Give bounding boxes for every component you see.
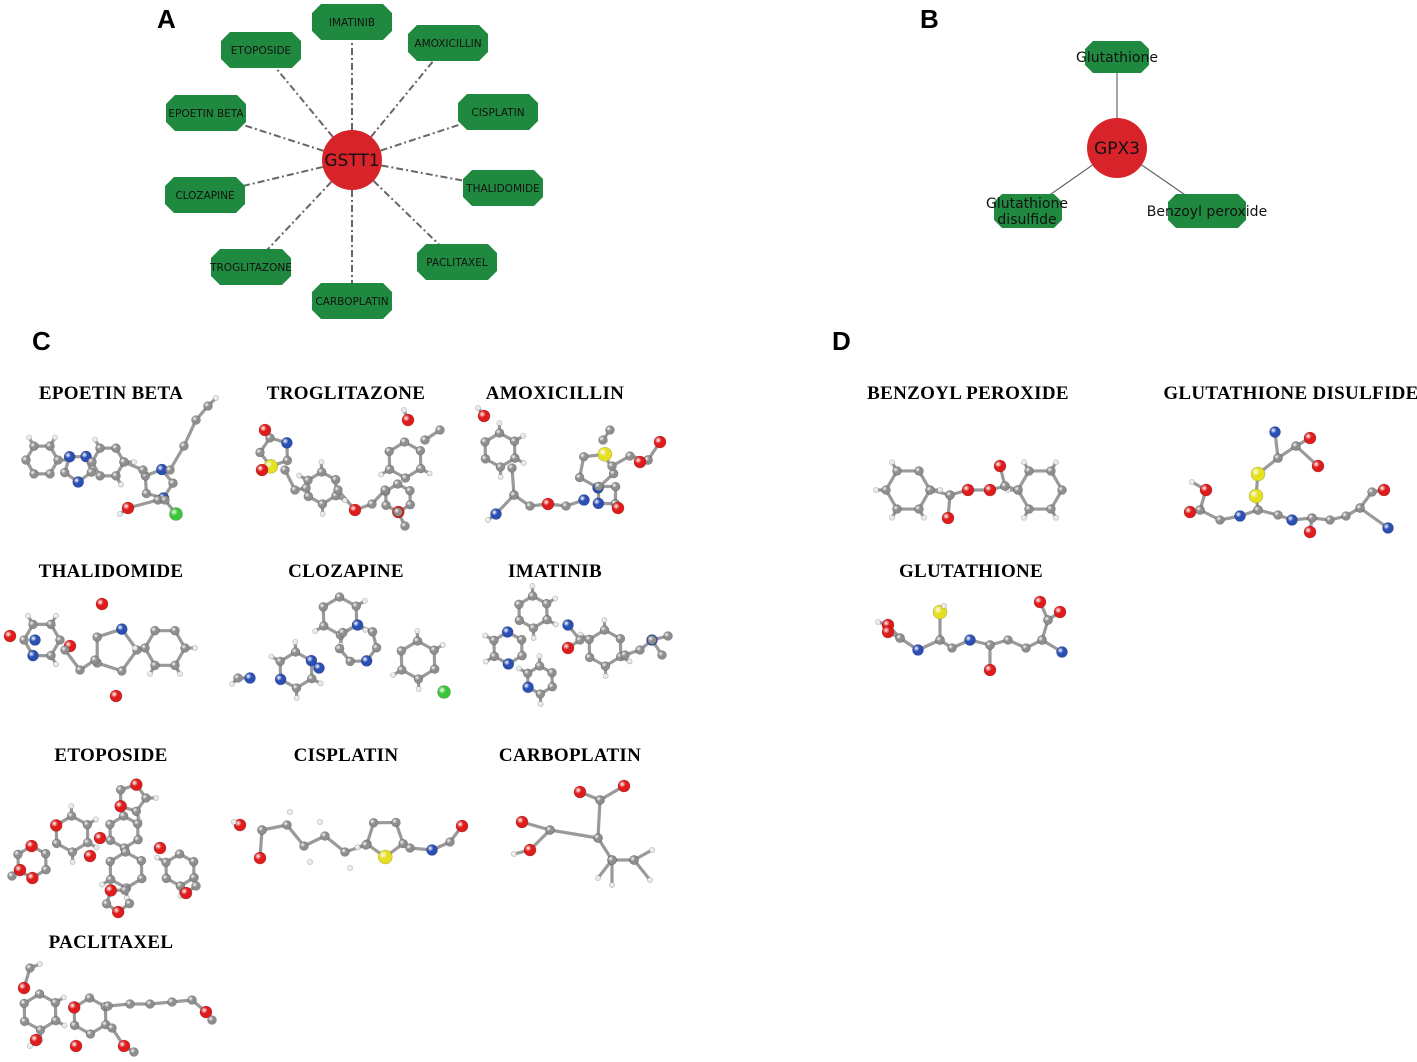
drug-node-label: CARBOPLATIN bbox=[315, 296, 388, 308]
molecule-imatinib bbox=[482, 583, 673, 707]
drug-node-troglitazone: TROGLITAZONE bbox=[209, 249, 292, 285]
hub-gpx3: GPX3 bbox=[1087, 118, 1147, 178]
molecule-title-cisplatin: CISPLATIN bbox=[293, 745, 399, 766]
hub-gstt1: GSTT1 bbox=[322, 130, 382, 190]
molecule-title-glutathione-disulfide: GLUTATHIONE DISULFIDE bbox=[1163, 383, 1417, 404]
molecule-title-glutathione: GLUTATHIONE bbox=[898, 561, 1044, 582]
molecule-title-paclitaxel: PACLITAXEL bbox=[48, 932, 174, 953]
node-glutathione: Glutathione bbox=[1076, 41, 1158, 73]
drug-node-paclitaxel: PACLITAXEL bbox=[417, 244, 497, 280]
molecule-glutathione bbox=[875, 595, 1068, 677]
svg-text:disulfide: disulfide bbox=[997, 212, 1056, 228]
svg-text:Glutathione: Glutathione bbox=[986, 196, 1068, 212]
edge-gstt1-etoposide bbox=[260, 49, 353, 161]
drug-node-clozapine: CLOZAPINE bbox=[165, 177, 245, 213]
panel-label-a: A bbox=[157, 4, 176, 34]
drug-node-label: PACLITAXEL bbox=[426, 257, 488, 269]
panel-label-b: B bbox=[920, 4, 939, 34]
molecule-cisplatin bbox=[231, 809, 469, 871]
molecule-carboplatin bbox=[511, 779, 655, 888]
svg-text:GPX3: GPX3 bbox=[1094, 139, 1140, 159]
molecule-title-amoxicillin: AMOXICILLIN bbox=[485, 383, 625, 404]
drug-node-carboplatin: CARBOPLATIN bbox=[312, 283, 392, 319]
molecule-amoxicillin bbox=[475, 405, 667, 523]
drug-node-label: CISPLATIN bbox=[471, 107, 524, 119]
hub-label: GSTT1 bbox=[324, 151, 379, 171]
molecule-benzoyl-peroxide bbox=[873, 459, 1067, 525]
drug-node-label: ETOPOSIDE bbox=[231, 45, 291, 57]
drug-node-epoetin-beta: EPOETIN BETA bbox=[166, 95, 246, 131]
panel-label-c: C bbox=[32, 326, 51, 356]
molecule-thalidomide bbox=[3, 597, 198, 703]
molecule-epoetin-beta bbox=[21, 395, 219, 521]
svg-text:Glutathione: Glutathione bbox=[1076, 50, 1158, 66]
molecule-title-troglitazone: TROGLITAZONE bbox=[266, 383, 426, 404]
molecule-paclitaxel bbox=[17, 961, 217, 1057]
molecule-title-thalidomide: THALIDOMIDE bbox=[38, 561, 184, 582]
molecule-title-epoetin-beta: EPOETIN BETA bbox=[38, 383, 184, 404]
molecule-glutathione-disulfide bbox=[1183, 426, 1394, 539]
molecule-title-etoposide: ETOPOSIDE bbox=[54, 745, 168, 766]
molecule-title-clozapine: CLOZAPINE bbox=[288, 561, 404, 582]
drug-node-label: THALIDOMIDE bbox=[465, 183, 540, 195]
molecule-etoposide bbox=[7, 778, 201, 919]
drug-node-label: AMOXICILLIN bbox=[414, 38, 481, 50]
molecule-clozapine bbox=[229, 592, 451, 701]
drug-node-label: IMATINIB bbox=[329, 17, 375, 29]
drug-node-label: EPOETIN BETA bbox=[168, 108, 244, 120]
panel-label-d: D bbox=[832, 326, 851, 356]
node-benzoyl-peroxide: Benzoyl peroxide bbox=[1147, 194, 1267, 228]
drug-node-label: CLOZAPINE bbox=[175, 190, 234, 202]
drug-node-imatinib: IMATINIB bbox=[312, 4, 392, 40]
node-glutathione-disulfide: Glutathione disulfide bbox=[986, 194, 1068, 228]
drug-node-amoxicillin: AMOXICILLIN bbox=[408, 25, 488, 61]
molecule-title-imatinib: IMATINIB bbox=[508, 561, 602, 582]
drug-node-etoposide: ETOPOSIDE bbox=[221, 32, 301, 68]
molecule-title-carboplatin: CARBOPLATIN bbox=[498, 745, 642, 766]
molecule-troglitazone bbox=[255, 407, 445, 531]
molecule-title-benzoyl-peroxide: BENZOYL PEROXIDE bbox=[867, 383, 1069, 404]
drug-node-label: TROGLITAZONE bbox=[209, 262, 292, 274]
drug-node-cisplatin: CISPLATIN bbox=[458, 94, 538, 130]
svg-text:Benzoyl peroxide: Benzoyl peroxide bbox=[1147, 204, 1267, 220]
drug-node-thalidomide: THALIDOMIDE bbox=[463, 170, 543, 206]
